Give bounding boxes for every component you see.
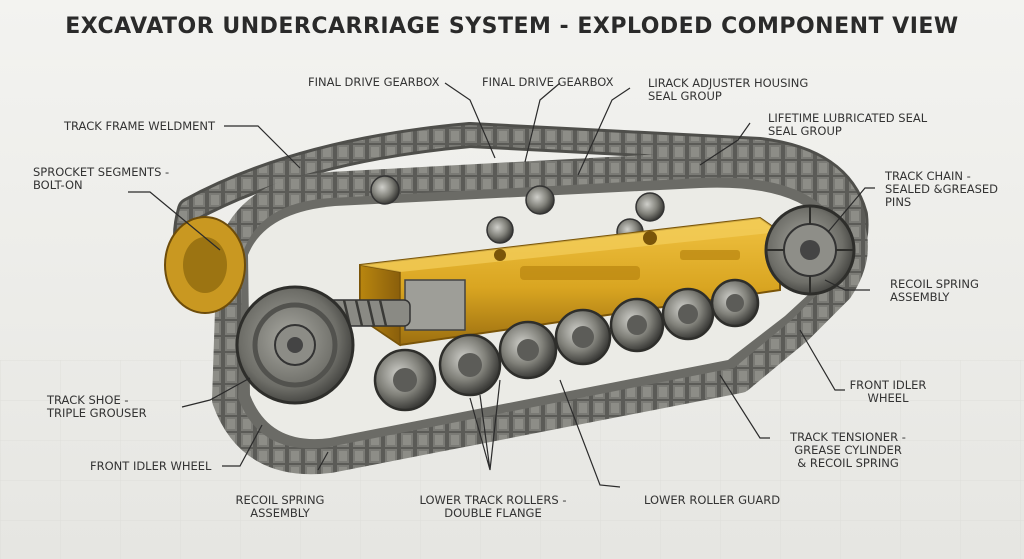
label-recoil-spring-bottom: RECOIL SPRING ASSEMBLY xyxy=(225,494,335,520)
label-final-drive-gearbox-1: FINAL DRIVE GEARBOX xyxy=(308,76,439,89)
label-track-adjuster-housing: LIRACK ADJUSTER HOUSING SEAL GROUP xyxy=(648,77,808,103)
label-front-idler-wheel: FRONT IDLER WHEEL xyxy=(90,460,211,473)
label-track-chain: TRACK CHAIN - SEALED &GREASED PINS xyxy=(885,170,998,209)
label-lifetime-lubricated-seal: LIFETIME LUBRICATED SEAL SEAL GROUP xyxy=(768,112,927,138)
page-title: EXCAVATOR UNDERCARRIAGE SYSTEM - EXPLODE… xyxy=(0,14,1024,39)
label-sprocket-segments: SPROCKET SEGMENTS - BOLT-ON xyxy=(33,166,169,192)
label-track-shoe: TRACK SHOE - TRIPLE GROUSER xyxy=(47,394,147,420)
label-lower-roller-guard: LOWER ROLLER GUARD xyxy=(644,494,780,507)
label-recoil-spring-right: RECOIL SPRING ASSEMBLY xyxy=(890,278,979,304)
label-track-tensioner: TRACK TENSIONER - GREASE CYLINDER & RECO… xyxy=(773,431,923,470)
label-lower-track-rollers: LOWER TRACK ROLLERS - DOUBLE FLANGE xyxy=(418,494,568,520)
label-final-drive-gearbox-2: FINAL DRIVE GEARBOX xyxy=(482,76,613,89)
final-drive-left xyxy=(165,217,245,313)
label-track-frame-weldment: TRACK FRAME WELDMENT xyxy=(64,120,215,133)
label-front-idler-right: FRONT IDLER WHEEL xyxy=(836,379,940,405)
front-idler-wheel xyxy=(237,287,353,403)
drive-sprocket xyxy=(766,206,854,294)
